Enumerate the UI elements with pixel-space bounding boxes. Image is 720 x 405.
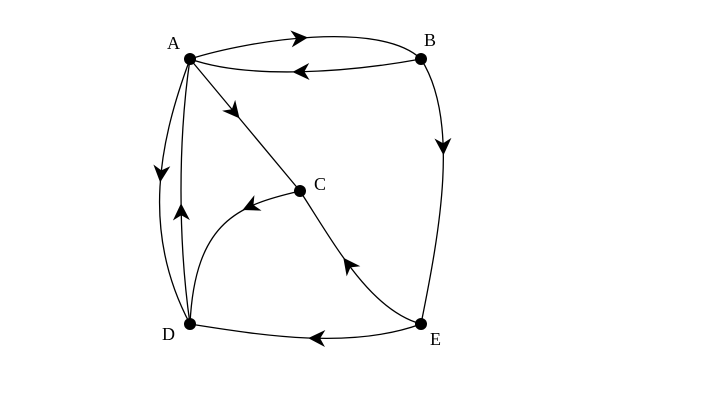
arrowhead-a-to-d <box>153 164 171 183</box>
arrowhead-c-to-d <box>242 195 262 211</box>
vertex-labels-layer: A B C D E <box>162 30 441 349</box>
arrowhead-a-to-b <box>290 30 309 48</box>
edge-a-to-c <box>189 58 301 192</box>
arrowhead-b-to-e <box>434 137 452 156</box>
edges-layer <box>159 36 445 340</box>
edge-d-to-a <box>180 58 191 325</box>
vertex-label-e: E <box>430 329 441 349</box>
vertex-e <box>415 318 427 330</box>
edge-e-to-d <box>189 323 422 340</box>
vertex-b <box>415 53 427 65</box>
arrowhead-d-to-a <box>172 203 190 221</box>
arrowhead-e-to-d <box>308 329 326 347</box>
edge-a-to-b <box>189 36 422 60</box>
edge-c-to-d <box>189 190 301 325</box>
arrowhead-a-to-c <box>222 99 240 119</box>
arrowheads-layer <box>153 30 452 347</box>
vertex-a <box>184 53 196 65</box>
vertex-d <box>184 318 196 330</box>
vertex-label-a: A <box>167 33 180 53</box>
arrowhead-e-to-c <box>343 257 361 277</box>
edge-e-to-c <box>299 190 422 325</box>
vertices-layer <box>184 53 427 330</box>
edge-a-to-d <box>159 58 191 325</box>
vertex-label-c: C <box>314 174 326 194</box>
edge-b-to-e <box>420 58 445 325</box>
arrowhead-b-to-a <box>292 63 310 81</box>
vertex-c <box>294 185 306 197</box>
vertex-label-b: B <box>424 30 436 50</box>
vertex-label-d: D <box>162 324 175 344</box>
